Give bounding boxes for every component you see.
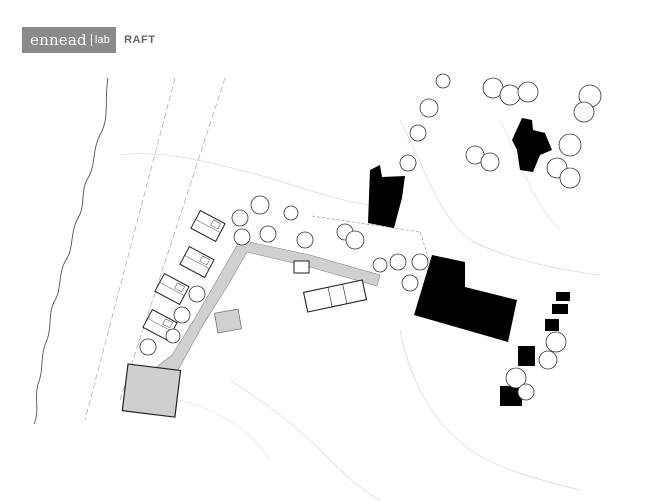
- logo: ennead lab RAFT: [22, 27, 155, 53]
- tree-symbol: [296, 231, 314, 249]
- building-footprint: [414, 255, 517, 342]
- tree-symbol: [372, 257, 388, 273]
- logo-box: ennead lab: [22, 27, 117, 53]
- tree-symbol: [545, 331, 567, 353]
- contour-line: [399, 119, 601, 276]
- tree-symbol: [411, 253, 429, 271]
- logo-brand: ennead: [30, 31, 87, 49]
- building-footprint: [500, 386, 522, 406]
- tree-symbol: [573, 101, 595, 123]
- contour-line: [229, 379, 381, 501]
- tree-symbol: [517, 383, 535, 401]
- road-outline: [311, 215, 431, 263]
- tree-symbol: [250, 195, 270, 215]
- tree-symbol: [165, 328, 181, 344]
- tree-symbol: [283, 205, 299, 221]
- tree-symbol: [139, 338, 157, 356]
- pavilion-pad: [214, 308, 242, 334]
- tree-symbol: [505, 367, 527, 389]
- shoreline: [33, 77, 109, 425]
- tree-symbol: [259, 225, 277, 243]
- boundary-line-a: [84, 77, 176, 421]
- tree-symbol: [173, 306, 191, 324]
- contour-line: [179, 399, 271, 461]
- small-structure: [293, 260, 310, 274]
- tree-symbol: [499, 84, 521, 106]
- building-footprint: [512, 118, 552, 172]
- tree-symbol: [188, 285, 206, 303]
- contour-line: [119, 153, 371, 206]
- building-footprint: [552, 304, 568, 314]
- tree-symbol: [399, 154, 417, 172]
- building-footprint: [556, 292, 570, 301]
- tree-symbol: [345, 230, 365, 250]
- tree-symbol: [419, 98, 439, 118]
- main-pavilion: [121, 363, 182, 418]
- logo-lab: lab: [90, 34, 110, 46]
- tree-symbol: [409, 124, 427, 142]
- contour-line: [499, 119, 561, 231]
- tree-symbol: [389, 253, 407, 271]
- contour-line: [399, 329, 581, 491]
- tree-symbol: [538, 350, 558, 370]
- cabin: [190, 209, 226, 243]
- tree-symbol: [233, 228, 251, 246]
- building-footprint: [368, 165, 405, 228]
- cabin: [179, 245, 215, 279]
- cabin: [154, 272, 190, 306]
- tree-symbol: [558, 133, 582, 157]
- boundary-line-b: [119, 77, 226, 401]
- walkway: [149, 239, 381, 381]
- logo-project: RAFT: [124, 34, 156, 46]
- tree-symbol: [517, 81, 539, 103]
- building-footprint: [545, 319, 559, 331]
- tree-symbol: [480, 152, 500, 172]
- tree-symbol: [559, 167, 581, 189]
- tree-symbol: [231, 209, 249, 227]
- tree-symbol: [435, 73, 451, 89]
- tree-symbol: [401, 274, 419, 292]
- angled-building: [302, 279, 368, 313]
- building-footprint: [518, 346, 535, 366]
